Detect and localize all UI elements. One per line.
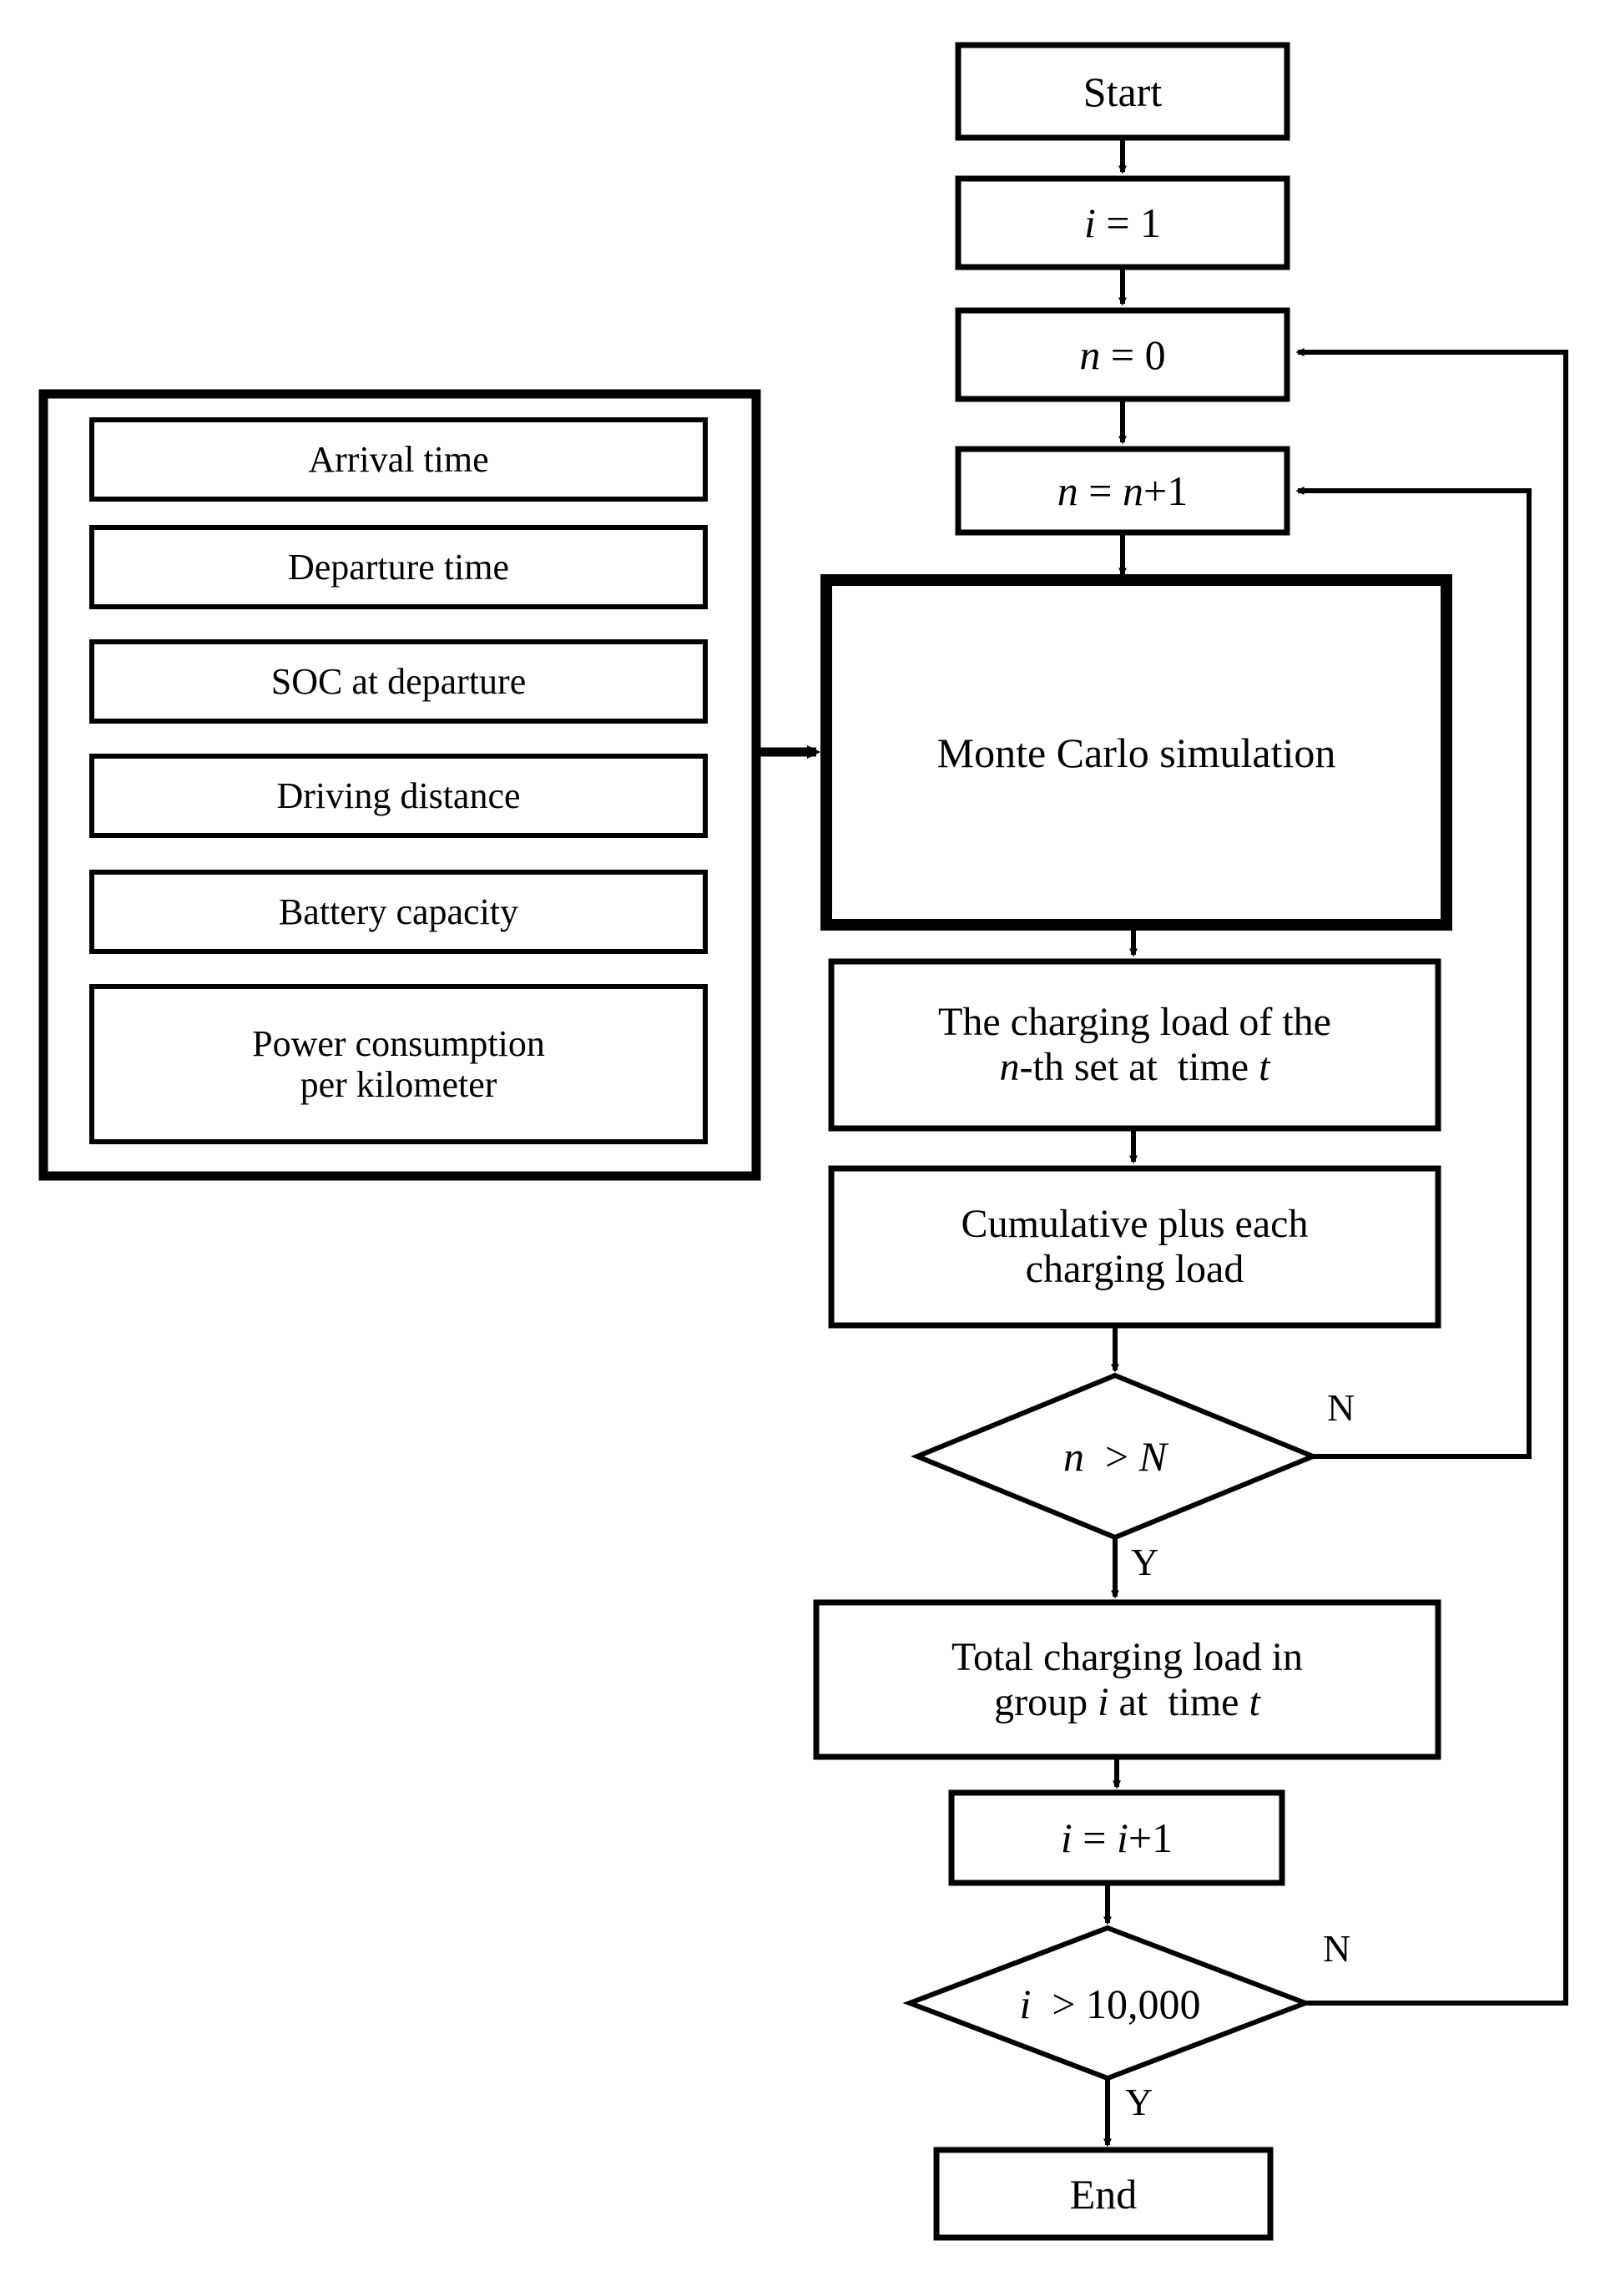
input-item-box-1: [89, 525, 708, 609]
monte-carlo-box: [820, 574, 1452, 931]
start-box: [955, 42, 1290, 141]
branch-label-check-i-yes: Y: [1125, 2081, 1153, 2123]
cumulative-box: [828, 1165, 1441, 1329]
input-item-box-5: [89, 984, 708, 1144]
n-incr-box: [955, 446, 1290, 536]
total-load-box: [813, 1599, 1441, 1760]
load-n-box: [828, 958, 1441, 1132]
input-item-box-4: [89, 870, 708, 954]
input-item-box-3: [89, 754, 708, 838]
n-init-box: [955, 307, 1290, 402]
edge-check-i-no-loop: [1295, 348, 1568, 2006]
input-item-box-0: [89, 417, 708, 502]
branch-label-check-i-no: N: [1323, 1927, 1351, 1970]
check-i-diamond: [902, 1925, 1313, 2082]
branch-label-check-n-no: N: [1327, 1386, 1355, 1429]
end-box: [933, 2147, 1274, 2241]
check-n-diamond: [911, 1372, 1320, 1541]
branch-label-check-n-yes: Y: [1131, 1541, 1159, 1583]
i-init-box: [955, 175, 1290, 270]
input-item-box-2: [89, 639, 708, 724]
i-incr-box: [948, 1789, 1285, 1886]
edge-check-n-no-loop: [1295, 487, 1532, 1459]
